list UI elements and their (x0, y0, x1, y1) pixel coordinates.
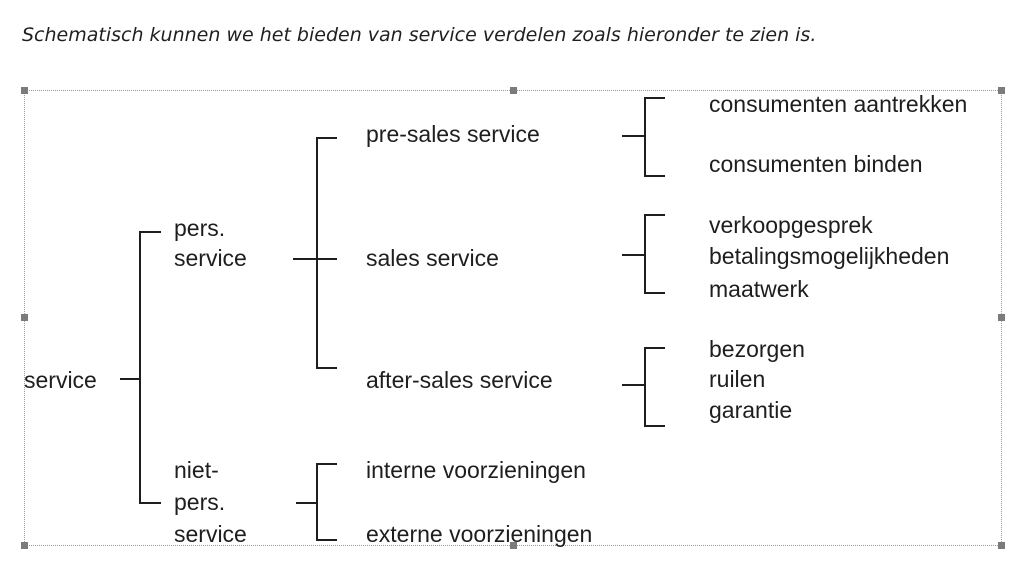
node-service: service (24, 367, 97, 393)
node-nietpers-line3: service (174, 521, 247, 547)
node-sales: sales service (366, 245, 499, 271)
item-presales-1: consumenten aantrekken (709, 91, 967, 117)
bracket-nietpers (316, 463, 337, 541)
bracket-sales (644, 214, 665, 294)
node-nietpers-line1: niet- (174, 457, 219, 483)
node-externe: externe voorzieningen (366, 521, 592, 547)
bracket-presales (644, 97, 665, 177)
resize-handle-bottom-right[interactable] (998, 542, 1005, 549)
item-aftersales-1: bezorgen (709, 336, 805, 362)
resize-handle-top-left[interactable] (21, 87, 28, 94)
item-presales-2: consumenten binden (709, 151, 923, 177)
resize-handle-top-center[interactable] (510, 87, 517, 94)
node-nietpers-line2: pers. (174, 489, 225, 515)
resize-handle-middle-left[interactable] (21, 314, 28, 321)
resize-handle-bottom-center[interactable] (510, 542, 517, 549)
bracket-pers (316, 137, 337, 369)
resize-handle-top-right[interactable] (998, 87, 1005, 94)
bracket-level1 (139, 231, 161, 504)
item-aftersales-2: ruilen (709, 366, 765, 392)
node-interne: interne voorzieningen (366, 457, 586, 483)
bracket-aftersales (644, 347, 665, 427)
resize-handle-bottom-left[interactable] (21, 542, 28, 549)
item-aftersales-3: garantie (709, 397, 792, 423)
node-pers-line1: pers. (174, 215, 225, 241)
item-sales-2: betalingsmogelijkheden (709, 243, 949, 269)
node-pers-line2: service (174, 245, 247, 271)
node-aftersales: after-sales service (366, 367, 553, 393)
node-presales: pre-sales service (366, 121, 540, 147)
item-sales-1: verkoopgesprek (709, 212, 873, 238)
item-sales-3: maatwerk (709, 276, 809, 302)
caption: Schematisch kunnen we het bieden van ser… (22, 24, 817, 46)
resize-handle-middle-right[interactable] (998, 314, 1005, 321)
